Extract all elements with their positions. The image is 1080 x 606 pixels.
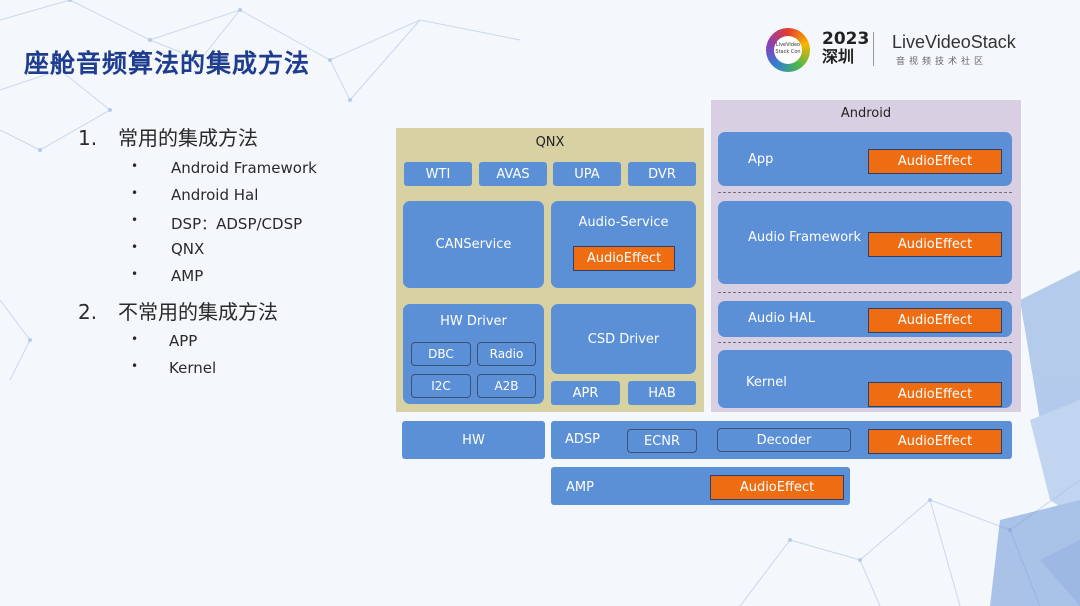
decoder-block: Decoder [717,428,851,452]
radio-block: Radio [477,342,536,366]
audio-effect-block: AudioEffect [710,475,844,500]
list-item-common: 1. 常用的集成方法 [78,122,258,151]
logo-brand: LiveVideoStack [892,32,1016,52]
list-subitem: •DSP：ADSP/CDSP [131,213,303,233]
hw-block: HW [402,421,545,459]
event-logo: LiveVideo Stack Con 2023 深圳 LiveVideoSta… [766,26,1066,74]
audio-framework-label: Audio Framework [748,230,862,245]
list-subitem: •Kernel [131,359,217,377]
logo-ring-text: LiveVideo Stack Con [774,36,802,64]
apr-block: APR [551,381,620,405]
list-subitem: •Android Hal [131,186,259,204]
audio-effect-block: AudioEffect [868,232,1002,257]
wti-block: WTI [404,162,472,186]
bullet-icon: • [131,332,139,346]
canservice-block: CANService [403,201,544,288]
list-number: 1. [78,126,98,150]
hab-block: HAB [628,381,696,405]
dbc-block: DBC [411,342,471,366]
qnx-title: QNX [535,135,565,150]
amp-label: AMP [566,480,594,495]
bullet-icon: • [131,186,139,200]
slide-title: 座舱音频算法的集成方法 [24,49,311,78]
logo-city: 深圳 [822,47,855,66]
android-title: Android [840,106,892,121]
list-label: 常用的集成方法 [118,126,258,150]
dvr-block: DVR [628,162,696,186]
kernel-label: Kernel [746,375,787,390]
audio-effect-block: AudioEffect [868,149,1002,174]
layer-divider [718,192,1012,193]
audio-service-label: Audio-Service [578,215,669,230]
logo-year: 2023 [822,29,870,49]
layer-divider [718,342,1012,343]
csd-driver-block: CSD Driver [551,304,696,374]
i2c-block: I2C [411,374,471,398]
ecnr-block: ECNR [627,429,697,453]
audio-effect-block: AudioEffect [868,429,1002,454]
adsp-label: ADSP [565,432,600,447]
upa-block: UPA [553,162,621,186]
layer-divider [718,292,1012,293]
audio-effect-block: AudioEffect [868,382,1002,407]
logo-ring-icon: LiveVideo Stack Con [766,28,810,72]
list-subitem: •QNX [131,240,205,258]
audio-effect-block: AudioEffect [573,246,675,271]
logo-separator [873,32,874,66]
list-label: 不常用的集成方法 [118,300,278,324]
logo-subtitle: 音视频技术社区 [896,57,988,67]
list-number: 2. [78,300,98,324]
bullet-icon: • [131,267,139,281]
app-label: App [748,152,774,167]
list-item-uncommon: 2. 不常用的集成方法 [78,296,278,325]
bullet-icon: • [131,159,139,173]
a2b-block: A2B [477,374,536,398]
hw-driver-label: HW Driver [440,314,507,329]
list-subitem: •APP [131,332,198,350]
audio-effect-block: AudioEffect [868,308,1002,333]
audio-service-block: Audio-Service [551,201,696,288]
avas-block: AVAS [479,162,547,186]
bullet-icon: • [131,213,139,227]
list-subitem: •Android Framework [131,159,317,177]
list-subitem: •AMP [131,267,204,285]
bullet-icon: • [131,240,139,254]
audio-hal-label: Audio HAL [748,311,815,326]
bullet-icon: • [131,359,139,373]
